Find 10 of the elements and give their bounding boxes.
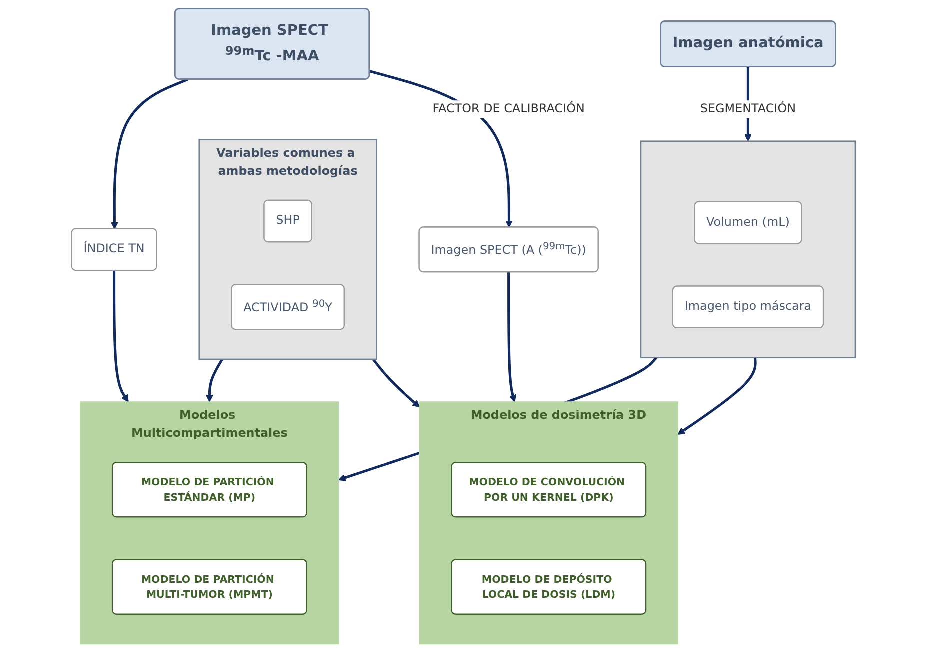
arrow [112, 270, 129, 402]
arrow [678, 358, 757, 435]
arrow [369, 70, 513, 228]
edge-label: FACTOR DE CALIBRACIÓN [432, 102, 585, 116]
arrow [206, 358, 224, 402]
arrow [110, 78, 188, 230]
arrow [507, 272, 516, 402]
cluster [640, 140, 856, 359]
edge-label: SEGMENTACIÓN [700, 102, 796, 116]
arrow [372, 358, 420, 408]
